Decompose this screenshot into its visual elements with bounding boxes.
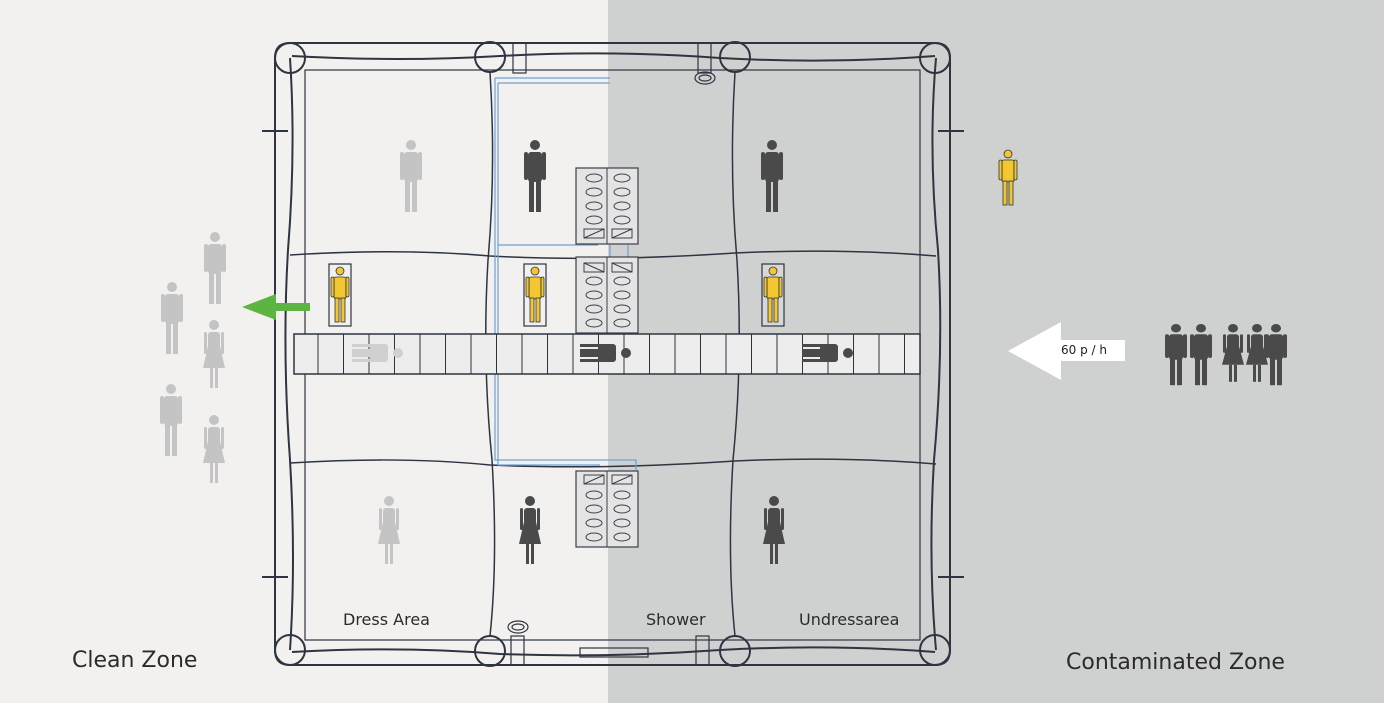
tent-corner-posts — [274, 41, 951, 667]
person-highlight-icon — [761, 263, 785, 327]
tent-side-markers — [262, 42, 964, 666]
contaminated-zone-label: Contaminated Zone — [1066, 650, 1285, 675]
clean-zone-label: Clean Zone — [72, 648, 198, 673]
shower-label: Shower — [646, 610, 706, 629]
arrow-left-icon — [1008, 322, 1125, 380]
dress-area-label: Dress Area — [343, 610, 430, 629]
person-highlight-icon — [328, 263, 352, 327]
shower-panel-icon — [575, 256, 639, 334]
shower-panel-icon — [575, 470, 639, 548]
water-pipes — [494, 77, 637, 470]
undress-area-label: Undressarea — [799, 610, 900, 629]
arrow-left-icon — [242, 294, 310, 320]
drain-icon — [507, 71, 716, 634]
shower-panel-icon — [575, 167, 639, 245]
flow-rate-label: 60 p / h — [1061, 343, 1107, 357]
person-highlight-icon — [523, 263, 547, 327]
